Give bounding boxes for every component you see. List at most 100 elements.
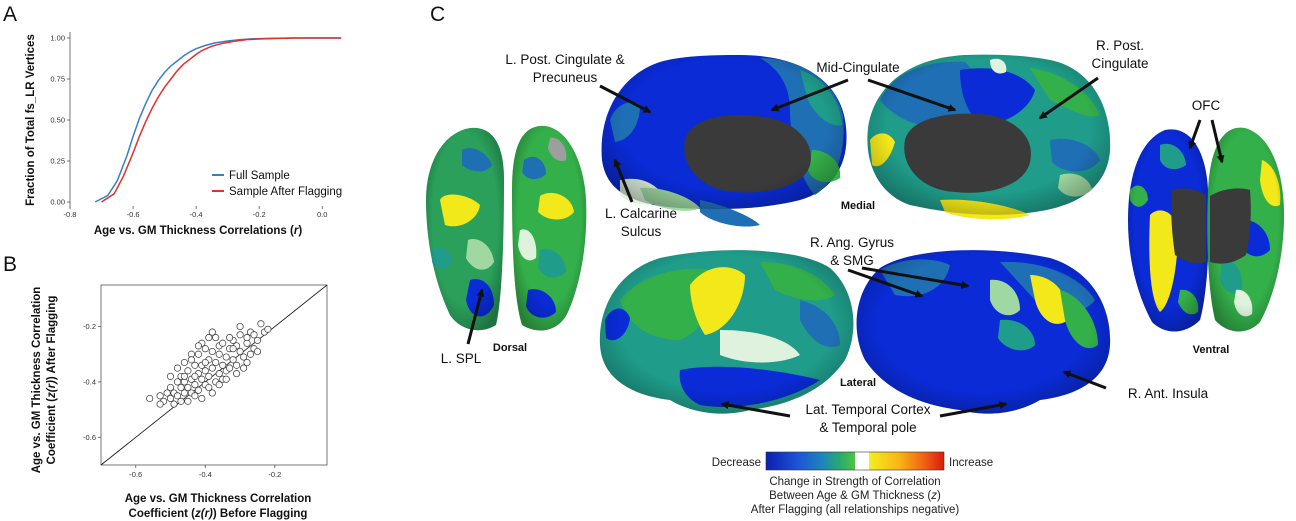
scatter-point [233, 370, 241, 378]
panel-letter-c: C [430, 3, 445, 26]
y-tick-label: 0.25 [50, 157, 65, 166]
scatter-point [177, 397, 185, 405]
ventral-left-hemisphere [1128, 129, 1209, 332]
scatter-point [191, 381, 199, 389]
colorbar: Decrease Increase Change in Strength of … [712, 451, 993, 516]
ventral-medial-wall-right [1210, 188, 1251, 264]
scatter-point [240, 353, 248, 361]
scatter-point [250, 331, 258, 339]
scatter-point [146, 394, 154, 403]
panel-letter-a: A [3, 3, 17, 26]
label-l-calcarine-2: Sulcus [621, 224, 662, 239]
scatter-point [184, 397, 192, 405]
scatter-point [257, 320, 265, 328]
arrow-mid-cingulate-right [867, 78, 957, 112]
scatter-point [173, 392, 182, 400]
label-mid-cingulate: Mid-Cingulate [816, 60, 899, 75]
y-tick-label: 0.00 [50, 198, 65, 207]
panel-letter-b: B [3, 253, 17, 276]
y-tick-label: -0.6 [83, 433, 96, 442]
scatter-point [208, 389, 216, 397]
brain-dorsal-view [426, 125, 587, 331]
x-axis-title-line2: Coefficient (z(r)) Before Flagging [129, 508, 308, 520]
scatter-point [180, 389, 188, 397]
arrow-mid-cingulate-left [770, 78, 849, 112]
scatter-point [166, 383, 175, 392]
scatter-point [219, 361, 227, 369]
arrow-ang-gyrus-1 [847, 268, 924, 298]
scatter-point [170, 400, 178, 408]
scatter-point [180, 372, 188, 380]
colorbar-left-label: Decrease [712, 457, 761, 469]
scatter-point [253, 336, 262, 344]
scatter-point [236, 347, 244, 356]
series-line-full-sample [94, 37, 342, 203]
y-tick-label: 1.00 [50, 34, 65, 43]
scatter-point [236, 331, 244, 339]
colorbar-caption-2: Between Age & GM Thickness (z) [769, 490, 941, 502]
arrow-r-ant-insula [1062, 370, 1107, 390]
y-tick-label: -0.2 [83, 322, 96, 331]
x-axis-title: Age vs. GM Thickness Correlations (r) [94, 225, 303, 237]
brain-medial-view-right [867, 54, 1111, 220]
arrow-temporal-left [720, 401, 791, 418]
scatter-point [208, 364, 216, 372]
scatter-point [253, 347, 262, 356]
scatter-point [243, 334, 251, 342]
x-tick-label: -0.2 [253, 210, 266, 219]
scatter-point [201, 345, 209, 353]
scatter-point [229, 356, 237, 364]
scatter-point [226, 364, 234, 372]
scatter-point [201, 358, 209, 367]
scatter-point [215, 370, 223, 378]
view-label-lateral: Lateral [840, 377, 876, 389]
y-axis-title-line2: Coefficient (z(r)) After Flagging [46, 296, 58, 465]
dorsal-left-hemisphere [426, 127, 504, 331]
scatter-point [198, 375, 206, 383]
legend-label-after-flagging: Sample After Flagging [229, 186, 342, 198]
view-label-medial: Medial [841, 200, 875, 212]
scatter-point [212, 358, 220, 367]
dorsal-right-hemisphere [512, 125, 587, 331]
colorbar-gradient [765, 451, 945, 471]
arrow-ofc-right [1210, 119, 1225, 164]
ventral-medial-wall-left [1171, 188, 1206, 264]
label-lat-temporal-2: & Temporal pole [819, 420, 916, 435]
y-tick-label: 0.50 [50, 116, 65, 125]
scatter-point [205, 383, 213, 392]
scatter-point [198, 394, 206, 403]
label-r-ant-insula: R. Ant. Insula [1128, 386, 1209, 401]
scatter-point [201, 367, 209, 375]
scatter-point [166, 394, 175, 403]
scatter-point [215, 381, 223, 389]
scatter-point [208, 328, 216, 336]
scatter-point [215, 350, 223, 358]
y-tick-label: 0.75 [50, 75, 65, 84]
arrow-temporal-right [939, 401, 1008, 418]
arrow-l-spl [466, 288, 485, 345]
x-tick-label: -0.6 [127, 210, 140, 219]
arrow-ang-gyrus-2 [861, 266, 970, 289]
scatter-point [205, 372, 213, 380]
scatter-point [166, 372, 175, 380]
scatter-point [184, 383, 192, 392]
colorbar-right-label: Increase [949, 457, 993, 469]
scatter-point [208, 347, 216, 356]
identity-line [100, 284, 328, 466]
scatter-point [219, 339, 227, 347]
scatter-point [246, 350, 255, 358]
scatter-point [243, 358, 251, 367]
scatter-point [233, 361, 241, 369]
label-r-ang-gyrus-2: & SMG [830, 253, 874, 268]
x-tick-label: -0.6 [129, 470, 142, 479]
scatter-point [205, 334, 213, 342]
scatter-point [163, 389, 171, 397]
legend: Full Sample Sample After Flagging [212, 170, 342, 198]
scatter-point [229, 345, 237, 353]
x-tick-label: -0.4 [190, 210, 203, 219]
brain-medial-view-left [601, 55, 847, 227]
colorbar-caption-1: Change in Strength of Correlation [769, 476, 940, 488]
label-l-post-cingulate-1: L. Post. Cingulate & [505, 52, 624, 67]
